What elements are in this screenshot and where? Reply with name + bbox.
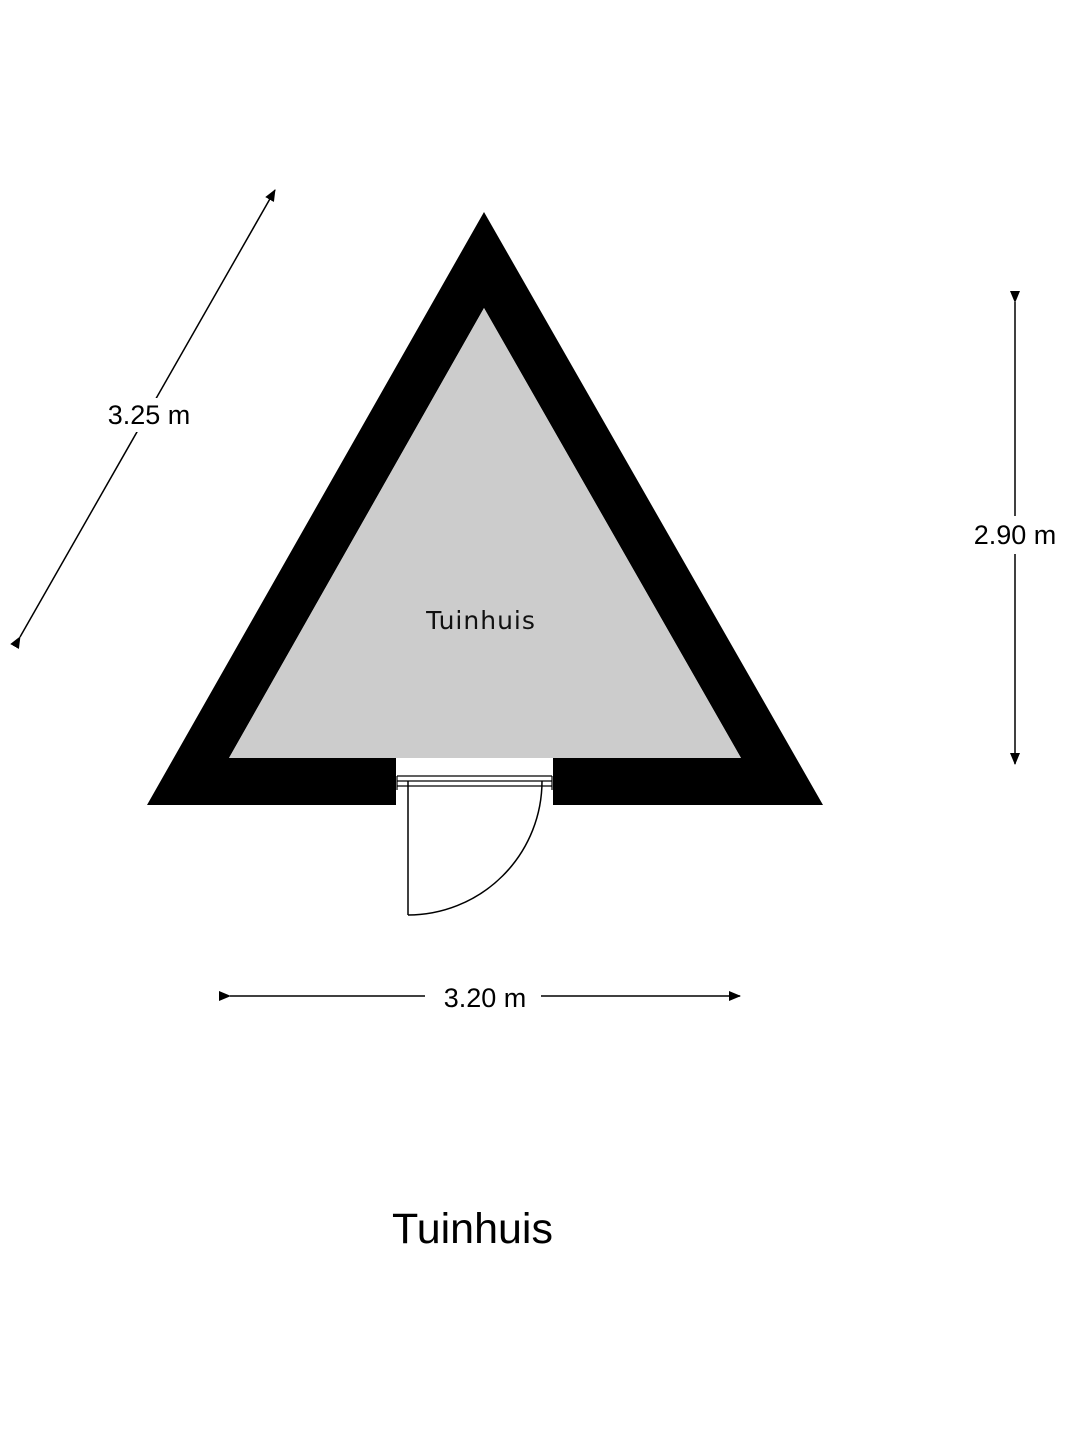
dimension-height: 2.90 m [962, 291, 1068, 765]
dimension-left-side: 3.25 m [10, 189, 276, 650]
room-floor [229, 308, 741, 758]
dimension-left-side-label: 3.25 m [108, 400, 191, 430]
dimension-width-label: 3.20 m [444, 983, 527, 1013]
dimension-height-label: 2.90 m [974, 520, 1057, 550]
room-label: Tuinhuis [425, 606, 536, 635]
door-threshold [396, 758, 553, 790]
wall-outline [147, 212, 823, 805]
dimension-width: 3.20 m [219, 978, 741, 1014]
plan-title: Tuinhuis [392, 1205, 553, 1253]
door-swing [407, 780, 543, 916]
